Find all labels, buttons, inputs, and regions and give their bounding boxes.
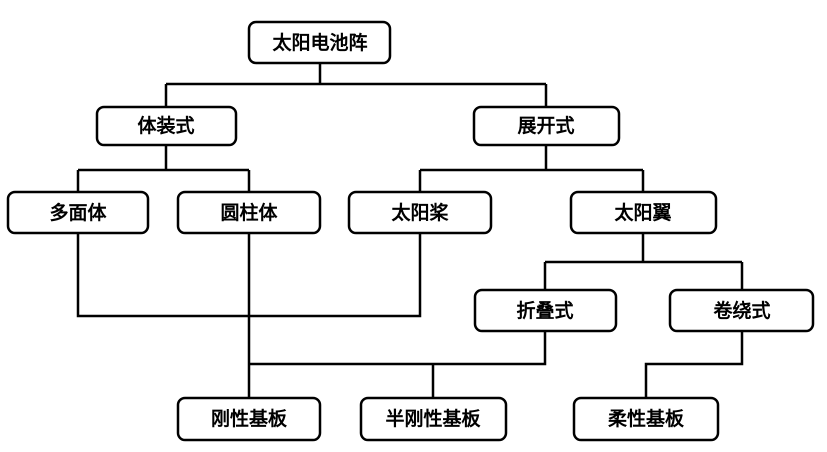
node-deployable-label: 展开式 xyxy=(517,114,574,137)
node-solar-wing: 太阳翼 xyxy=(569,190,718,235)
node-polyhedron: 多面体 xyxy=(6,190,150,235)
node-flexible-substrate: 柔性基板 xyxy=(572,396,720,442)
node-cylinder: 圆柱体 xyxy=(176,190,322,235)
node-deployable: 展开式 xyxy=(472,105,621,147)
node-root-label: 太阳电池阵 xyxy=(272,31,367,54)
node-folding-label: 折叠式 xyxy=(516,299,573,322)
node-solar-paddle-label: 太阳桨 xyxy=(391,201,449,224)
node-flexible-substrate-label: 柔性基板 xyxy=(608,407,685,430)
node-body-mounted: 体装式 xyxy=(95,105,238,147)
node-polyhedron-label: 多面体 xyxy=(49,201,107,224)
connector-substrate-bus xyxy=(247,316,744,398)
connector-body-mounted-children xyxy=(76,145,251,192)
node-rolling: 卷绕式 xyxy=(668,288,815,333)
node-rigid-substrate-label: 刚性基板 xyxy=(211,407,288,430)
node-cylinder-label: 圆柱体 xyxy=(220,201,278,224)
connector-solar-wing-children xyxy=(543,233,744,290)
node-rigid-substrate: 刚性基板 xyxy=(176,396,322,442)
node-root: 太阳电池阵 xyxy=(247,20,392,65)
node-folding: 折叠式 xyxy=(473,288,618,333)
node-semi-rigid-substrate-label: 半刚性基板 xyxy=(385,407,481,430)
node-solar-paddle: 太阳桨 xyxy=(347,190,493,235)
node-rolling-label: 卷绕式 xyxy=(712,299,770,322)
node-solar-wing-label: 太阳翼 xyxy=(614,201,671,224)
connector-root-to-level1 xyxy=(164,62,548,107)
node-semi-rigid-substrate: 半刚性基板 xyxy=(359,396,508,442)
node-body-mounted-label: 体装式 xyxy=(137,114,194,137)
connector-deployable-children xyxy=(418,145,645,192)
connectors xyxy=(76,62,744,398)
connector-rigid-bus xyxy=(76,233,422,318)
